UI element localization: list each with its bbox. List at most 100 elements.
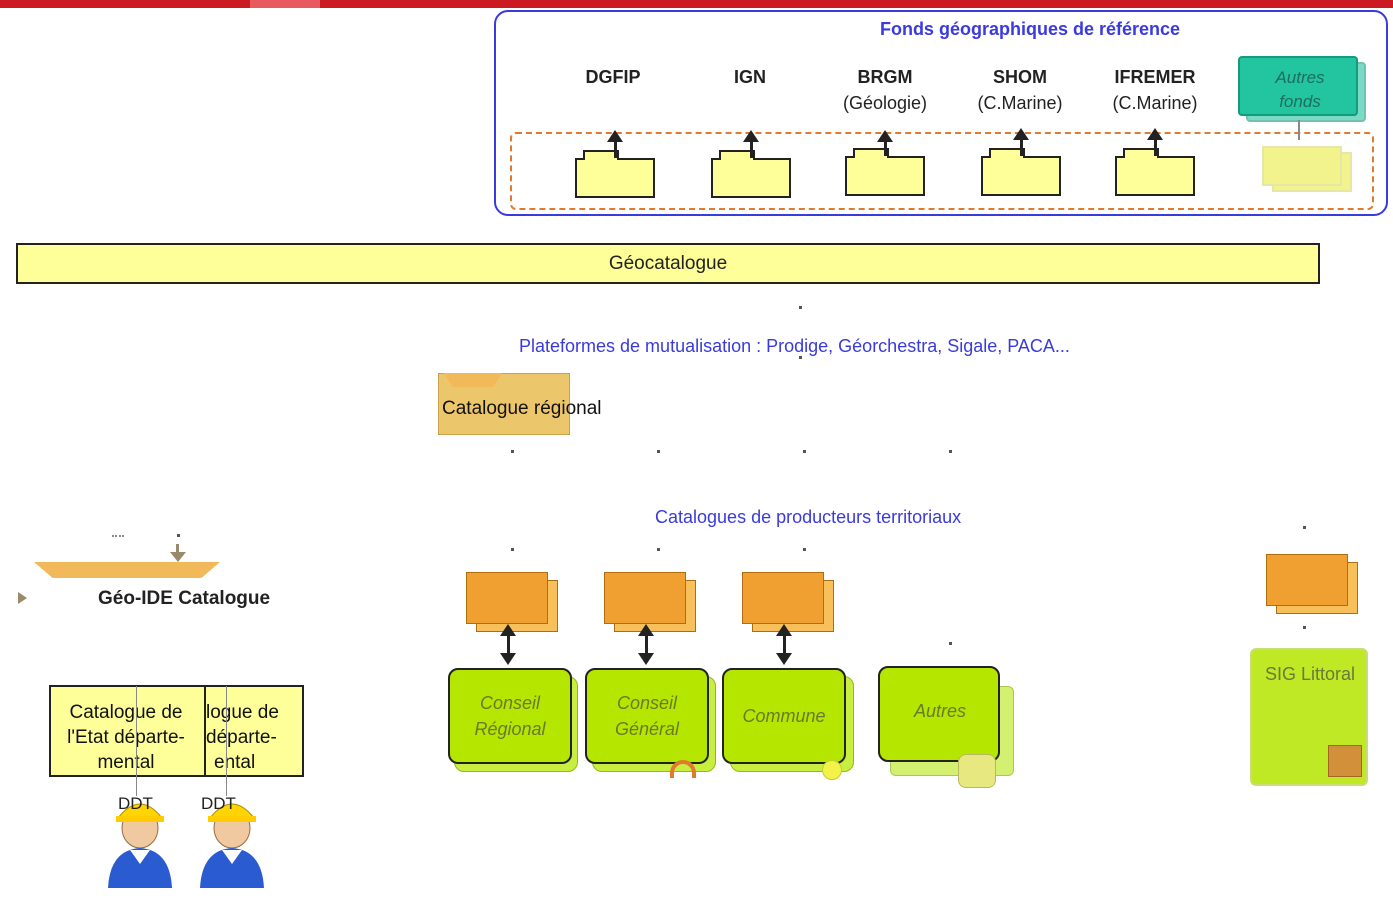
dotted-connector (112, 535, 124, 539)
producer-line1: Commune (742, 706, 826, 726)
reference-title: Fonds géographiques de référence (879, 19, 1181, 39)
geocatalogue-label: Géocatalogue (608, 252, 728, 274)
producer-line2: Régional (474, 719, 546, 739)
connector-line (507, 634, 510, 656)
user-icon (104, 792, 174, 888)
ddt-line1: Catalogue de (69, 702, 183, 723)
ddt-line3: mental (97, 752, 155, 773)
autres-fonds-line2: fonds (1279, 92, 1321, 111)
dot-marker (657, 450, 660, 453)
ddt-right-text: logue de départe- ental (206, 700, 296, 775)
arrow-up-icon (500, 624, 516, 636)
provider-ign: IGN (685, 64, 815, 90)
provider-name: DGFIP (585, 67, 641, 87)
dot-marker (803, 548, 806, 551)
ddt-badge: DDT (118, 794, 153, 813)
provider-ifremer: IFREMER (C.Marine) (1090, 64, 1220, 116)
folder-brgm (845, 148, 925, 196)
arrow-up-icon (638, 624, 654, 636)
producer-autres-label-wrap: Autres (878, 666, 1002, 762)
ddt-left-text: Catalogue de l'Etat départe- mental (52, 700, 200, 775)
provider-sub: (C.Marine) (1112, 93, 1198, 113)
ddt-badge: DDT (201, 794, 236, 813)
producer-commune: Commune (722, 668, 846, 764)
dot-marker (799, 306, 802, 309)
provider-brgm: BRGM (Géologie) (820, 64, 950, 116)
connector-line (614, 140, 617, 158)
ddt-line3: ental (214, 752, 256, 773)
arc-icon (670, 760, 696, 778)
arrow-down-icon (500, 653, 516, 665)
ddt-catalogue-box (49, 685, 304, 777)
user-icon (196, 792, 266, 888)
geocatalogue-bar: Géocatalogue (16, 243, 1320, 284)
orange-folder (1266, 554, 1348, 606)
autres-fonds-box (1238, 56, 1358, 116)
arrow-up-icon (743, 130, 759, 142)
orange-folder (604, 572, 686, 624)
catalogue-regional-label: Catalogue régional (442, 398, 602, 419)
autres-folder (1262, 146, 1342, 186)
dot-marker (511, 548, 514, 551)
connector-line (750, 140, 753, 158)
arrow-up-icon (776, 624, 792, 636)
arrow-up-icon (1147, 128, 1163, 140)
folder-dgfip (575, 150, 655, 198)
ddt-line2: l'Etat départe- (67, 727, 185, 748)
sig-littoral-label: SIG Littoral (1264, 664, 1356, 684)
ddt-line1: logue de (206, 702, 279, 723)
reference-frame (494, 10, 1388, 216)
connector-line (1298, 120, 1300, 140)
producteurs-label: Catalogues de producteurs territoriaux (655, 507, 962, 527)
octagon-icon (958, 754, 996, 788)
producer-line1: Autres (913, 701, 967, 721)
arrow-up-icon (877, 130, 893, 142)
dot-marker (1303, 626, 1306, 629)
folder-ign (711, 150, 791, 198)
sun-icon (822, 760, 842, 780)
connector-line (645, 634, 648, 656)
top-bar-highlight (250, 0, 320, 8)
producer-autres (878, 666, 1000, 762)
producer-line1: Conseil (479, 693, 541, 713)
dot-marker (1303, 526, 1306, 529)
provider-sub: (C.Marine) (977, 93, 1063, 113)
arrow-down-icon (776, 653, 792, 665)
provider-name: SHOM (993, 67, 1047, 87)
top-red-bar (0, 0, 1393, 8)
connector-line (226, 686, 227, 796)
connector-line (884, 140, 887, 156)
folder-shom (981, 148, 1061, 196)
square-icon (1328, 745, 1362, 777)
catalogue-regional-tab (444, 373, 502, 387)
play-icon (18, 592, 27, 604)
dot-marker (799, 356, 802, 359)
geoide-label: Géo-IDE Catalogue (98, 588, 271, 609)
reference-folders-frame (510, 132, 1374, 210)
dot-marker (949, 642, 952, 645)
arrow-down-icon (170, 552, 186, 562)
connector-line (1020, 138, 1023, 156)
provider-sub: (Géologie) (842, 93, 928, 113)
provider-dgfip: DGFIP (548, 64, 678, 90)
arrow-up-icon (607, 130, 623, 142)
autres-fonds-label: Autres fonds (1240, 66, 1360, 114)
provider-shom: SHOM (C.Marine) (955, 64, 1085, 116)
provider-name: IGN (733, 67, 766, 87)
geoide-shape (34, 562, 220, 578)
dot-marker (657, 548, 660, 551)
producer-line2: Général (614, 719, 680, 739)
dot-marker (511, 450, 514, 453)
arrow-up-icon (1013, 128, 1029, 140)
dot-marker (177, 534, 180, 537)
autres-fonds-line1: Autres (1275, 68, 1325, 87)
dot-marker (803, 450, 806, 453)
arrow-down-icon (638, 653, 654, 665)
connector-line (783, 634, 786, 656)
orange-folder (466, 572, 548, 624)
folder-ifremer (1115, 148, 1195, 196)
dot-marker (949, 450, 952, 453)
connector-line (176, 544, 179, 552)
